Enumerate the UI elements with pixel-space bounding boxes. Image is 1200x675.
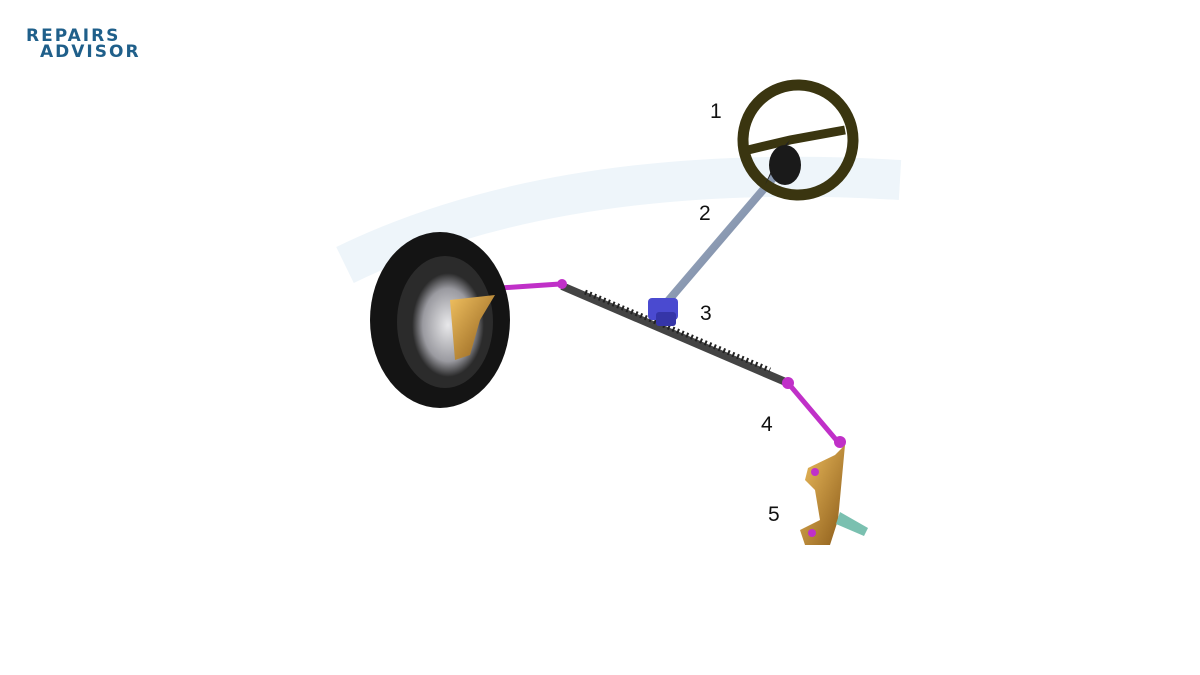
left-steering-knuckle [450, 295, 495, 360]
ball-joint [834, 436, 846, 448]
label-4-tie-rod: 4 [761, 413, 773, 436]
label-3-rack-and-pinion: 3 [700, 302, 712, 325]
background-haze [336, 156, 902, 283]
rack-teeth [584, 289, 771, 373]
label-2-steering-column: 2 [699, 202, 711, 225]
label-1-steering-wheel: 1 [710, 100, 722, 123]
logo-line-1: REPAIRS [26, 26, 121, 46]
logo-line-2: ADVISOR [40, 42, 141, 62]
repairs-advisor-logo[interactable]: REPAIRS ADVISOR [26, 24, 156, 64]
ball-joint [557, 279, 567, 289]
front-wheel-tire [370, 232, 510, 408]
steering-column [658, 166, 784, 312]
left-tie-rod [499, 281, 561, 291]
spindle [836, 512, 868, 536]
right-tie-rod [786, 381, 840, 444]
steering-rack [560, 282, 790, 387]
label-5-steering-knuckle: 5 [768, 503, 780, 526]
steering-wheel [737, 79, 859, 201]
ball-joint [782, 377, 794, 389]
right-steering-knuckle [800, 445, 868, 545]
pinion-gear [648, 298, 678, 326]
